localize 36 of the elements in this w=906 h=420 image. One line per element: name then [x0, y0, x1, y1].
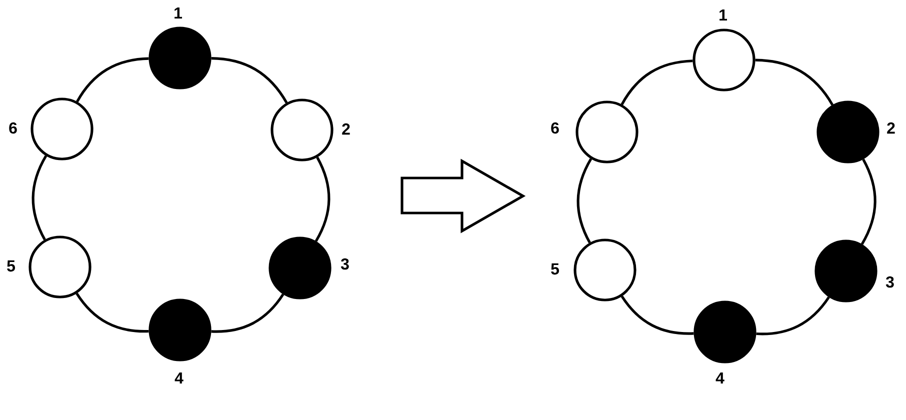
node-number: 5 — [7, 260, 16, 272]
node-number: 2 — [342, 123, 350, 135]
disc — [268, 236, 332, 300]
disc — [814, 240, 878, 302]
arc-line — [76, 57, 149, 102]
arc-line — [314, 156, 330, 242]
node-number: 3 — [886, 276, 894, 288]
arc-line — [211, 57, 288, 104]
arc-line — [756, 296, 830, 336]
circle — [28, 236, 92, 298]
arc-line — [860, 158, 876, 245]
arc-line — [576, 158, 592, 244]
node-number: 6 — [9, 122, 17, 134]
disc — [148, 298, 212, 362]
node-number: 4 — [716, 372, 724, 384]
arc-line — [620, 296, 694, 335]
arc-line — [620, 60, 693, 106]
arc-line — [76, 292, 149, 333]
disc — [148, 26, 212, 90]
circle — [576, 100, 638, 164]
node-number: 2 — [887, 122, 895, 134]
circle — [270, 98, 334, 162]
disc — [694, 300, 756, 364]
circle — [574, 238, 636, 302]
node-number: 3 — [340, 258, 349, 270]
node-number: 4 — [174, 372, 184, 384]
arc-line — [32, 155, 48, 240]
arc-line — [211, 294, 284, 333]
node-number: 6 — [551, 122, 559, 134]
node-number: 1 — [720, 10, 727, 20]
circle — [692, 28, 756, 92]
disc — [816, 100, 880, 164]
circle — [30, 98, 94, 160]
node-number: 5 — [551, 263, 559, 275]
node-number: 1 — [174, 8, 182, 18]
arc-line — [755, 58, 834, 106]
